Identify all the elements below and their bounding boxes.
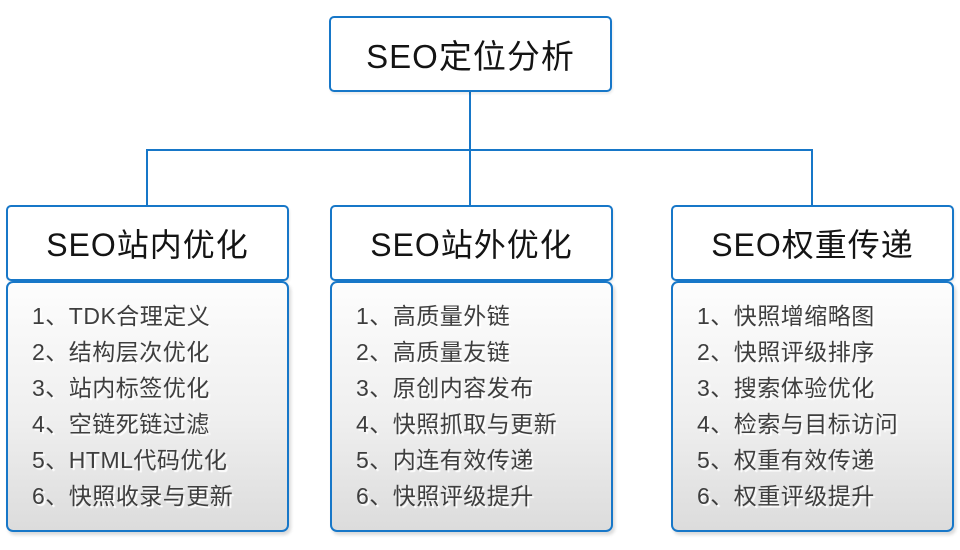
- connector-left-drop: [146, 149, 148, 206]
- list-item: 3、搜索体验优化: [697, 375, 875, 401]
- list-item: 4、空链死链过滤: [32, 411, 210, 437]
- list-item: 5、内连有效传递: [356, 447, 534, 473]
- list-item: 6、快照评级提升: [356, 483, 534, 509]
- list-item: 6、快照收录与更新: [32, 483, 234, 509]
- list-item: 4、检索与目标访问: [697, 411, 899, 437]
- branch-onsite-list: 1、TDK合理定义 2、结构层次优化 3、站内标签优化 4、空链死链过滤 5、H…: [6, 281, 289, 532]
- list-item: 2、快照评级排序: [697, 339, 875, 365]
- list-item: 2、结构层次优化: [32, 339, 210, 365]
- list-item: 3、原创内容发布: [356, 375, 534, 401]
- branch-offsite-header: SEO站外优化: [330, 205, 613, 281]
- branch-offsite-header-label: SEO站外优化: [370, 227, 573, 263]
- branch-onsite-header-label: SEO站内优化: [46, 227, 249, 263]
- branch-offsite-list: 1、高质量外链 2、高质量友链 3、原创内容发布 4、快照抓取与更新 5、内连有…: [330, 281, 613, 532]
- branch-weight: SEO权重传递 1、快照增缩略图 2、快照评级排序 3、搜索体验优化 4、检索与…: [671, 205, 954, 532]
- list-item: 4、快照抓取与更新: [356, 411, 558, 437]
- list-item: 5、HTML代码优化: [32, 447, 228, 473]
- list-item: 5、权重有效传递: [697, 447, 875, 473]
- branch-onsite: SEO站内优化 1、TDK合理定义 2、结构层次优化 3、站内标签优化 4、空链…: [6, 205, 289, 532]
- branch-weight-header-label: SEO权重传递: [711, 227, 914, 263]
- list-item: 1、高质量外链: [356, 303, 511, 329]
- root-node: SEO定位分析: [329, 16, 612, 92]
- branch-offsite: SEO站外优化 1、高质量外链 2、高质量友链 3、原创内容发布 4、快照抓取与…: [330, 205, 613, 532]
- connector-root-vertical: [469, 92, 471, 205]
- list-item: 2、高质量友链: [356, 339, 511, 365]
- list-item: 1、快照增缩略图: [697, 303, 875, 329]
- list-item: 1、TDK合理定义: [32, 303, 211, 329]
- branch-onsite-header: SEO站内优化: [6, 205, 289, 281]
- branch-weight-header: SEO权重传递: [671, 205, 954, 281]
- connector-right-drop: [811, 149, 813, 206]
- list-item: 6、权重评级提升: [697, 483, 875, 509]
- list-item: 3、站内标签优化: [32, 375, 210, 401]
- branch-weight-list: 1、快照增缩略图 2、快照评级排序 3、搜索体验优化 4、检索与目标访问 5、权…: [671, 281, 954, 532]
- connector-horizontal: [146, 149, 813, 151]
- root-node-label: SEO定位分析: [366, 38, 575, 75]
